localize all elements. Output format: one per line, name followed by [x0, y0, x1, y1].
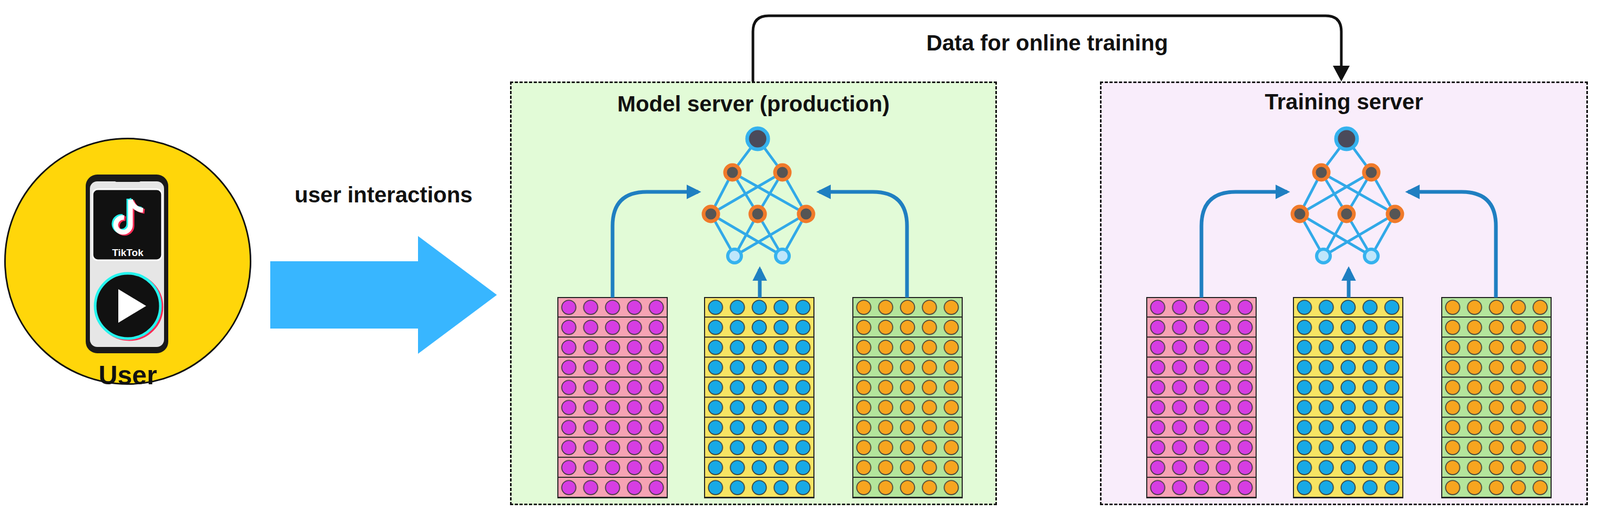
logo-text: TikTok	[111, 247, 144, 259]
node-label: User	[5, 360, 250, 391]
connector	[752, 15, 1350, 82]
arrow-head	[1332, 65, 1350, 82]
server-title: Training server	[1101, 89, 1587, 115]
server-box: Training server	[1099, 81, 1588, 506]
edge-label: user interactions	[294, 182, 473, 208]
model-illustration	[1146, 128, 1552, 498]
server-title: Model server (production)	[511, 91, 996, 117]
user-circle: User	[4, 137, 252, 385]
server-box: Model server (production)	[510, 81, 997, 506]
edge-label: Data for online training	[926, 30, 1169, 56]
model-illustration	[557, 128, 963, 498]
phone-icon	[85, 174, 169, 354]
flow-arrow	[270, 236, 497, 354]
connector	[270, 236, 497, 354]
elbow-line	[752, 15, 1342, 82]
